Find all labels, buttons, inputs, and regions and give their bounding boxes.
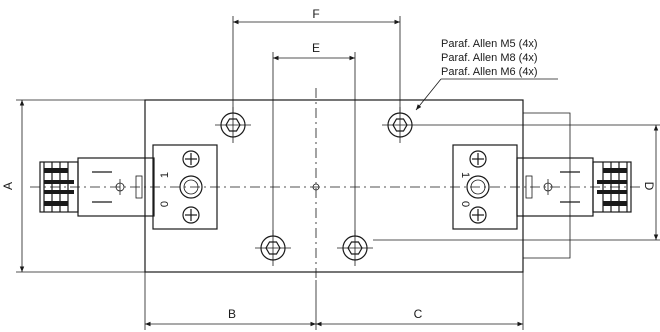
dimension-e: [272, 52, 356, 236]
left-solenoid: [77, 157, 155, 217]
dimension-f: [232, 16, 401, 113]
left-override-block: [152, 144, 218, 230]
dimension-c: [316, 272, 524, 330]
dimension-f-label: F: [312, 7, 319, 21]
dimension-b-label: B: [228, 307, 236, 321]
dimension-a: [16, 99, 145, 273]
right-marking-one: 1: [459, 172, 471, 178]
dimension-d: [373, 124, 660, 241]
right-side-plate: [523, 112, 571, 259]
right-connector: [592, 161, 632, 213]
left-marking-one: 1: [159, 172, 171, 178]
note-m6: Paraf. Allen M6 (4x): [441, 66, 538, 78]
note-m5: Paraf. Allen M5 (4x): [441, 38, 538, 50]
dimension-a-label: A: [1, 182, 15, 190]
left-marking-zero: 0: [159, 201, 171, 207]
left-connector: [39, 161, 79, 213]
note-leader: [415, 78, 558, 111]
dimension-e-label: E: [312, 41, 320, 55]
note-m8: Paraf. Allen M8 (4x): [441, 52, 538, 64]
dimension-c-label: C: [414, 307, 423, 321]
center-point: [312, 183, 320, 191]
dimension-b: [144, 272, 317, 330]
valve-body: [144, 99, 524, 273]
right-override-block: [452, 144, 518, 230]
right-marking-zero: 0: [459, 201, 471, 207]
dimension-d-label: D: [642, 182, 656, 191]
